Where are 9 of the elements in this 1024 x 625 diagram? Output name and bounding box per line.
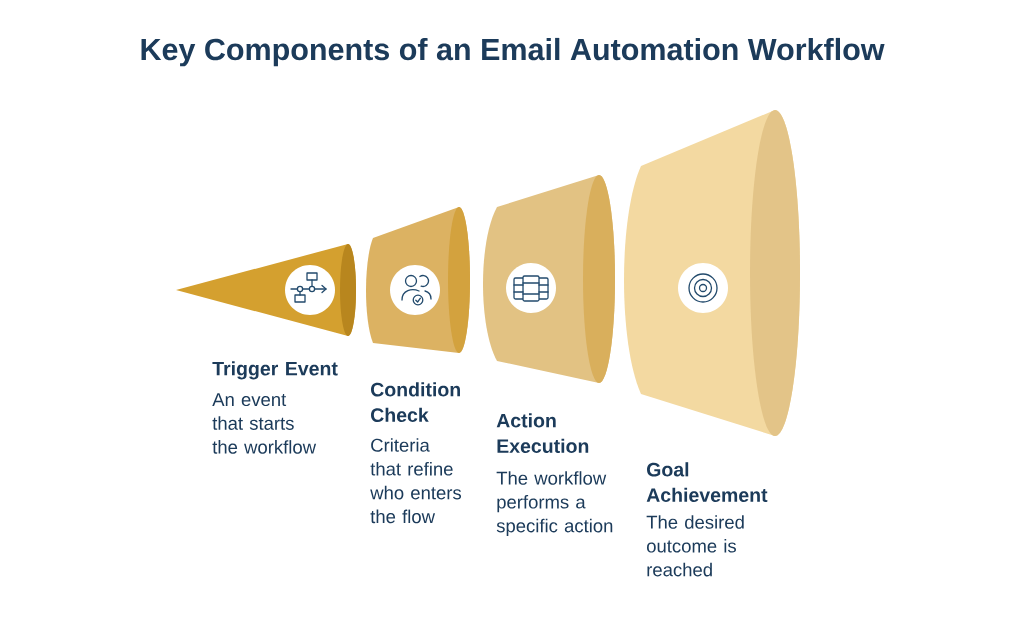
stage-description: An event that starts the workflow — [212, 393, 317, 454]
stage-heading: Action Execution — [496, 413, 589, 453]
stage-description: The workflow performs a specific action — [496, 471, 613, 537]
title: Key Components of an Email Automation Workflow — [141, 37, 885, 67]
stage-description: The desired outcome is reached — [646, 515, 744, 577]
stage-heading: Condition Check — [371, 382, 460, 422]
stage-description: Criteria that refine who enters the flow — [370, 438, 462, 524]
stage-heading: Trigger Event — [212, 361, 338, 380]
stage-heading: Goal Achievement — [646, 462, 768, 502]
